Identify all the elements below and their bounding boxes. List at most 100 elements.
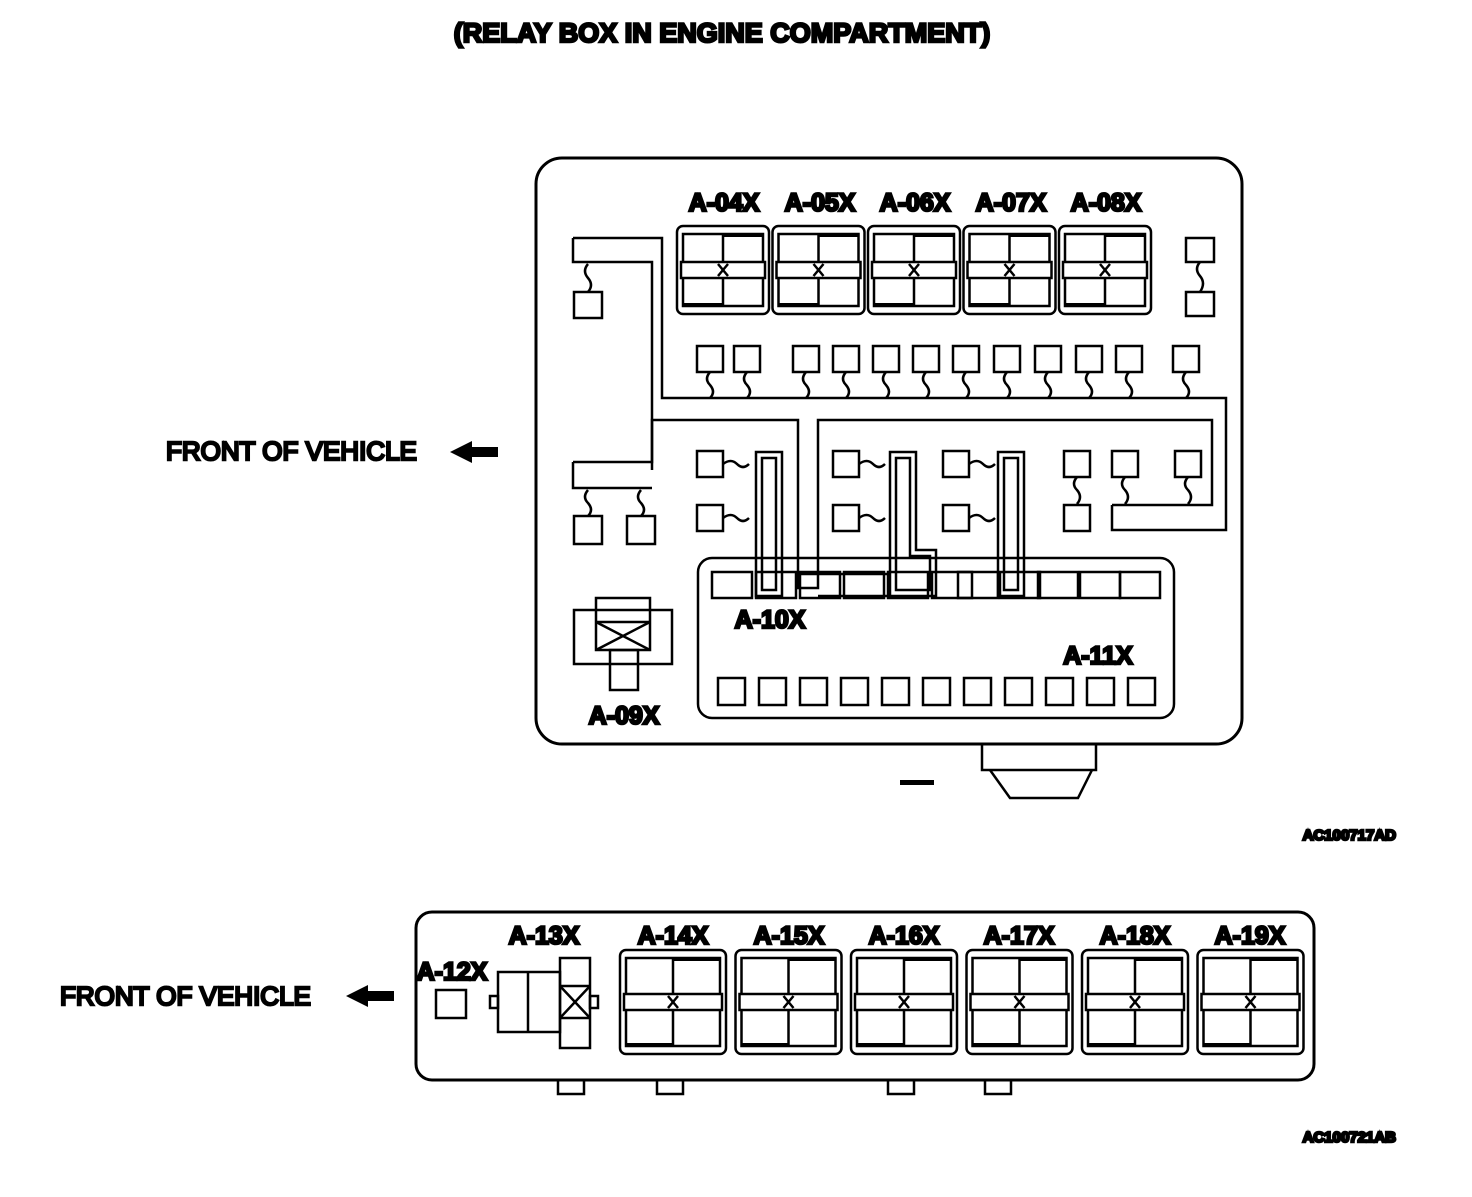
relay-label-a06x: A-06X <box>880 189 951 217</box>
relay-a19x-cross-b <box>1244 995 1257 1009</box>
relay-a07x-cross-b <box>1003 263 1016 277</box>
relay-a09x-cross <box>595 620 651 652</box>
left-fuse-lower-a-link <box>583 489 593 517</box>
connector-label-a12x: A-12X <box>417 958 488 986</box>
right-mid-fuse-link-3 <box>1183 476 1193 505</box>
a10x-cell-11 <box>1118 570 1162 600</box>
figure-code-lower: AC100721AB <box>1303 1129 1397 1146</box>
mid-fuse-link-2-0 <box>968 459 996 469</box>
relay-a16x-mark-top <box>904 958 951 961</box>
a11x-cell-3 <box>798 676 829 707</box>
right-mid-fuse-4 <box>1062 503 1092 533</box>
a11x-cell-2 <box>757 676 788 707</box>
connector-a12x <box>434 988 468 1020</box>
upper-busbar-outline <box>573 236 1228 532</box>
middle-fuse-clusters <box>695 449 1203 533</box>
mini-fuse-2 <box>732 344 762 374</box>
relay-a06x-mark-top <box>914 234 954 237</box>
mini-fuse-1 <box>695 344 725 374</box>
relay-a05x-housing <box>771 224 866 316</box>
mini-fuse-8 <box>992 344 1022 374</box>
lower-foot-1 <box>556 1080 586 1096</box>
connector-label-a10x: A-10X <box>735 606 806 634</box>
mini-fuse-11 <box>1114 344 1144 374</box>
a11x-cell-5 <box>880 676 911 707</box>
mini-fuse-link-11 <box>1124 371 1134 399</box>
relay-a16x-cross-b <box>898 995 910 1009</box>
relay-a19x-mark-top <box>1250 958 1298 961</box>
relay-a07x-mark-top <box>1009 234 1050 237</box>
a10x-cell-8 <box>998 570 1042 600</box>
relay-label-a17x: A-17X <box>984 922 1055 950</box>
relay-a16x-housing <box>849 948 959 1056</box>
mini-fuse-3 <box>791 344 821 374</box>
relay-a18x <box>1080 948 1190 1056</box>
relay-a16x-mark-bottom <box>857 1043 904 1046</box>
relay-a18x-cross-b <box>1129 995 1141 1009</box>
relay-a14x <box>618 948 728 1056</box>
a10x-cell-6 <box>930 570 974 600</box>
mid-fuse-link-0-0 <box>722 459 750 469</box>
upper-relay-box: A-04X A-05X A-06X A-07X A-08X <box>534 156 1244 800</box>
connector-label-a13x: A-13X <box>509 922 580 950</box>
connector-a10x-cells <box>710 570 1162 600</box>
relay-label-a18x: A-18X <box>1100 922 1171 950</box>
right-mid-fuse-link-1 <box>1072 476 1082 505</box>
mini-fuse-6 <box>911 344 941 374</box>
relay-a05x-mark-bottom <box>778 303 819 306</box>
front-of-vehicle-label-lower: FRONT OF VEHICLE <box>60 981 311 1011</box>
relay-a06x-cross-b <box>908 263 920 277</box>
lower-mounting-feet <box>556 1080 1013 1096</box>
a10x-cell-2 <box>754 570 798 600</box>
relay-a19x-mark-bottom <box>1203 1043 1251 1046</box>
relay-a09x-stem <box>608 648 640 692</box>
busbar-3 <box>996 450 1026 598</box>
relay-a17x-mark-bottom <box>972 1043 1020 1046</box>
upper-bottom-mark <box>900 780 934 785</box>
upper-bottom-connector <box>980 744 1098 772</box>
relay-a07x <box>962 224 1057 316</box>
relay-a14x-cross-b <box>667 995 679 1009</box>
relay-a06x-mark-bottom <box>874 303 914 306</box>
relay-label-a04x: A-04X <box>689 189 760 217</box>
mid-fuse-1-0 <box>831 449 861 479</box>
mini-fuse-link-3 <box>801 371 811 399</box>
relay-a04x-mark-bottom <box>683 303 723 306</box>
relay-a08x-mark-top <box>1105 234 1145 237</box>
relay-a08x-cross-b <box>1099 263 1111 277</box>
left-fuse-lower-b-link <box>636 489 646 517</box>
inner-busbar <box>662 418 1214 590</box>
right-mid-fuse-2 <box>1110 449 1140 479</box>
mini-fuse-link-8 <box>1002 371 1012 399</box>
a10x-cell-10 <box>1078 570 1122 600</box>
relay-a18x-mark-bottom <box>1088 1043 1135 1046</box>
a10x-cell-1 <box>710 570 754 600</box>
right-fuse-link <box>1195 261 1205 293</box>
relay-a09x <box>572 596 674 692</box>
lower-box-outline <box>414 910 1316 1082</box>
mid-fuse-2-0 <box>941 449 971 479</box>
relay-label-a08x: A-08X <box>1071 189 1142 217</box>
relay-a04x-housing <box>675 224 771 316</box>
upper-left-busbar <box>571 238 654 470</box>
lower-foot-2 <box>655 1080 685 1096</box>
relay-a17x-cross-b <box>1013 995 1026 1009</box>
relay-a09x-base <box>572 608 674 666</box>
mini-fuse-link-5 <box>881 371 891 399</box>
a11x-cell-9 <box>1044 676 1075 707</box>
mini-fuse-row <box>695 344 1201 399</box>
front-of-vehicle-label-upper: FRONT OF VEHICLE <box>166 436 417 466</box>
relay-label-a05x: A-05X <box>785 189 856 217</box>
relay-label-a16x: A-16X <box>869 922 940 950</box>
relay-a08x-housing <box>1057 224 1153 316</box>
lower-foot-3 <box>886 1080 916 1096</box>
relay-label-a09x: A-09X <box>589 702 660 730</box>
connector-a13x <box>488 956 600 1050</box>
a11x-cell-6 <box>921 676 952 707</box>
relay-a19x-housing <box>1196 948 1305 1056</box>
relay-a16x <box>849 948 959 1056</box>
mid-fuse-0-0 <box>695 449 725 479</box>
front-arrow-upper-icon <box>450 441 498 463</box>
a11x-cell-10 <box>1085 676 1116 707</box>
lower-foot-4 <box>983 1080 1013 1096</box>
